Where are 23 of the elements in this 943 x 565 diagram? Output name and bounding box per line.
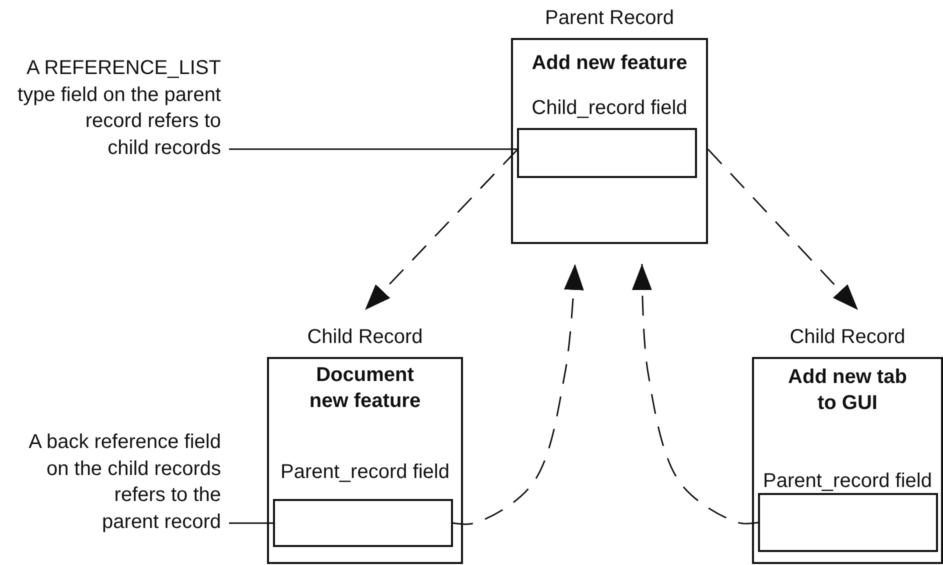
arrow <box>707 148 859 311</box>
leader-line <box>229 522 273 524</box>
record-heading: Parent Record <box>544 6 675 31</box>
record-title: Document new feature <box>308 363 422 414</box>
record-box <box>267 357 463 564</box>
record-heading: Child Record <box>306 325 424 350</box>
record-title: Add new feature <box>530 51 688 76</box>
record-box <box>752 357 943 564</box>
field-label: Parent_record field <box>280 460 450 485</box>
annotation-text: A back reference field on the child records refers to the parent record <box>0 429 221 537</box>
arrow <box>452 264 584 525</box>
annotation-text: A REFERENCE_LIST type field on the parent record refers to child records <box>0 55 221 163</box>
field-box <box>273 499 453 547</box>
field-box <box>517 128 697 178</box>
leader-line <box>229 148 517 150</box>
field-box <box>758 493 938 552</box>
field-label: Child_record field <box>530 96 688 121</box>
record-heading: Child Record <box>788 325 906 350</box>
record-title: Add new tab to GUI <box>787 365 908 416</box>
field-label: Parent_record field <box>762 469 933 494</box>
arrow <box>364 149 518 311</box>
arrow <box>632 264 758 524</box>
record-box <box>511 38 708 244</box>
